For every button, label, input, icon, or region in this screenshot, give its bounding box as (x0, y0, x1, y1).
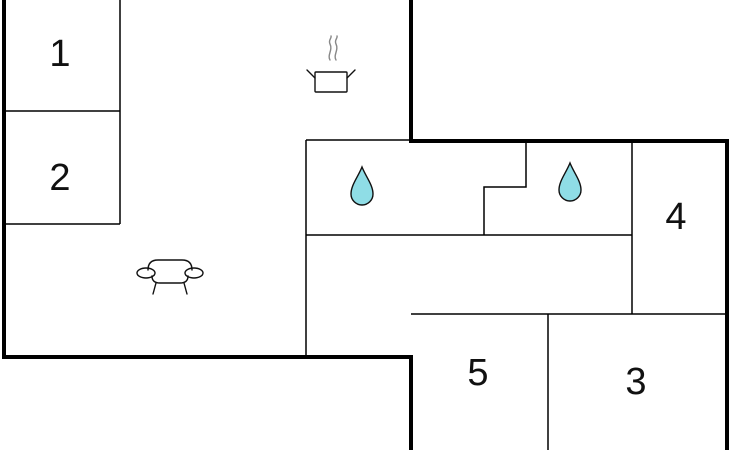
pot-handle-right (346, 69, 356, 79)
room-3-label: 3 (625, 361, 646, 403)
room-5-label: 5 (467, 352, 488, 394)
outer-wall-left-bottom (2, 0, 413, 450)
sofa-arm-right (184, 267, 204, 279)
pot-handle-left (306, 69, 316, 79)
steam-line-right (334, 35, 338, 61)
steam-line-left (328, 35, 332, 61)
wall-stair (483, 141, 527, 235)
sofa-back (147, 259, 193, 271)
sofa-seat (151, 275, 189, 284)
interior-walls (4, 0, 727, 450)
water-drop-icon (558, 161, 582, 202)
cooking-pot-icon (306, 35, 356, 93)
sofa-leg-left (152, 282, 157, 295)
room-2-label: 2 (49, 157, 70, 199)
room-4-label: 4 (665, 196, 686, 238)
water-drop-icon (350, 165, 374, 206)
room-1-label: 1 (49, 33, 70, 75)
room-labels: 1 2 3 4 5 (49, 33, 686, 403)
sofa-icon (136, 259, 204, 295)
sofa-arm-left (136, 267, 156, 279)
outer-wall-right-top (409, 0, 729, 450)
sofa-leg-right (183, 282, 188, 295)
pot-body (314, 71, 348, 93)
